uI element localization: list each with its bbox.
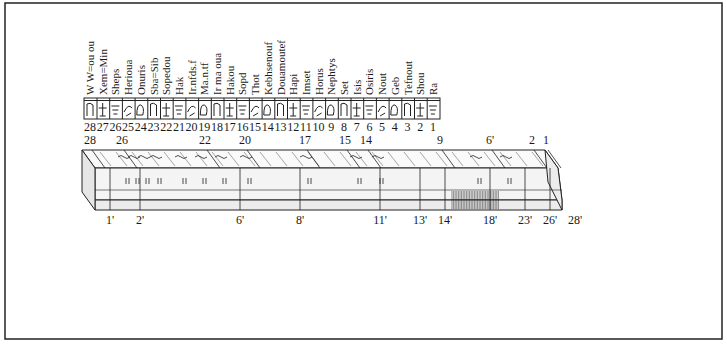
column-number: 12 — [287, 121, 299, 133]
bottom-mark-number: 8' — [296, 214, 304, 226]
column-number: 24 — [135, 121, 147, 133]
god-name: Sba=Sib — [148, 58, 160, 95]
god-name: Imset — [300, 71, 312, 95]
column-number: 13 — [275, 121, 287, 133]
column-number: 15 — [249, 121, 261, 133]
god-name: Ra — [427, 83, 439, 95]
god-name: Hapi — [287, 74, 299, 95]
column-number: 11 — [300, 121, 312, 133]
god-name: Ir ma oua — [211, 53, 223, 95]
god-name: Geb — [389, 77, 401, 95]
god-name: Horus — [313, 68, 325, 95]
column-number: 5 — [379, 121, 385, 133]
god-name: W W=ou ou — [84, 41, 96, 95]
top-mark-number: 20 — [239, 134, 251, 146]
god-name: Set — [338, 81, 350, 95]
hieroglyphs — [87, 103, 437, 116]
god-name: Nephtys — [325, 58, 337, 95]
frame — [5, 3, 722, 339]
god-name: Tefnout — [402, 61, 414, 95]
table-grid — [84, 98, 440, 119]
god-name: Onuris — [135, 65, 147, 95]
bottom-mark-number: 13' — [413, 214, 427, 226]
god-name: Douamoutef — [275, 40, 287, 95]
top-mark-number: 9 — [437, 134, 443, 146]
measuring-rod — [82, 150, 562, 210]
top-mark-number: 26 — [116, 134, 128, 146]
god-name: Sopedou — [160, 57, 172, 96]
column-number: 17 — [224, 121, 236, 133]
column-number: 16 — [236, 121, 248, 133]
column-number: 10 — [313, 121, 325, 133]
column-number: 6 — [366, 121, 372, 133]
top-mark-number: 15 — [339, 134, 351, 146]
column-number: 21 — [173, 121, 185, 133]
bottom-mark-number: 23' — [518, 214, 532, 226]
column-number: 3 — [405, 121, 411, 133]
god-name: Xem=Min — [97, 49, 109, 95]
bottom-mark-number: 14' — [438, 214, 452, 226]
top-mark-number: 1 — [543, 134, 549, 146]
rod-markings — [92, 150, 561, 210]
top-mark-number: 14 — [360, 134, 372, 146]
bottom-mark-number: 28' — [568, 214, 582, 226]
top-mark-number: 28 — [84, 134, 96, 146]
bottom-mark-number: 2' — [136, 214, 144, 226]
column-number: 23 — [148, 121, 160, 133]
column-number: 19 — [198, 121, 210, 133]
top-mark-number: 17 — [299, 134, 311, 146]
column-number: 28 — [84, 121, 96, 133]
bottom-mark-number: 6' — [236, 214, 244, 226]
god-name: Shou — [414, 72, 426, 95]
god-name: Isis — [351, 80, 363, 95]
god-name: Thot — [249, 74, 261, 95]
god-name: Herioua — [122, 60, 134, 95]
god-name: Kebhsenouf — [262, 42, 274, 95]
column-number: 8 — [341, 121, 347, 133]
god-name: Nout — [376, 73, 388, 95]
god-name: Hakou — [224, 66, 236, 95]
column-number: 26 — [109, 121, 121, 133]
column-number: 2 — [417, 121, 423, 133]
god-name: Osiris — [363, 69, 375, 95]
column-number: 4 — [392, 121, 398, 133]
column-number: 27 — [97, 121, 109, 133]
top-mark-number: 6' — [486, 134, 494, 146]
top-mark-number: 2 — [529, 134, 535, 146]
god-name: Ir.nfds.f — [186, 60, 198, 95]
god-name: Sopd — [236, 72, 248, 95]
column-number: 20 — [186, 121, 198, 133]
column-number: 7 — [354, 121, 360, 133]
bottom-mark-number: 11' — [373, 214, 387, 226]
god-name: Ma.n.tf — [198, 63, 210, 95]
bottom-mark-number: 18' — [483, 214, 497, 226]
column-number: 22 — [160, 121, 172, 133]
bottom-mark-number: 1' — [106, 214, 114, 226]
column-number: 14 — [262, 121, 274, 133]
bottom-mark-number: 26' — [543, 214, 557, 226]
column-number: 9 — [328, 121, 334, 133]
god-name: Sheps — [109, 69, 121, 95]
column-number: 1 — [430, 121, 436, 133]
top-mark-number: 22 — [199, 134, 211, 146]
god-name: Hak — [173, 77, 185, 95]
column-number: 18 — [211, 121, 223, 133]
column-number: 25 — [122, 121, 134, 133]
